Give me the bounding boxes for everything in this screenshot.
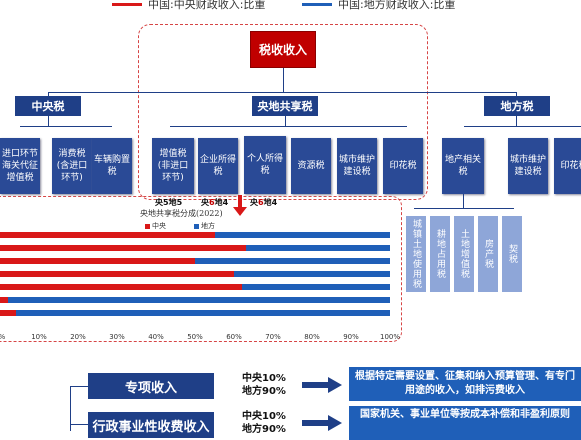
chart-legend-local-label: 地方 [201, 222, 215, 230]
chart-tick-label: 20% [70, 333, 86, 341]
leaf-deed-tax: 契税 [502, 216, 522, 292]
legend-central-swatch [112, 2, 142, 6]
right-arrow-icon-2 [302, 415, 342, 431]
leaf-import-vat: 进口环节海关代征增值税 [0, 138, 40, 194]
chart-bar-central [0, 258, 195, 264]
right-arrow-icon [302, 377, 342, 393]
legend-local: 中国:地方财政收入:比重 [302, 0, 455, 12]
chart-bar-local [241, 284, 390, 290]
chart-tick-label: 50% [187, 333, 203, 341]
chart-bar-local [245, 245, 390, 251]
local-branch [464, 126, 581, 127]
chart-tick-label: 90% [343, 333, 359, 341]
chart-bar-row [0, 232, 390, 238]
leaf-vat: 增值税(非进口环节) [152, 138, 194, 194]
split-individual: 央6地4 [250, 198, 278, 207]
chart-legend-central-swatch [145, 223, 150, 229]
legend-local-swatch [302, 2, 332, 6]
category-shared: 央地共享税 [252, 96, 318, 116]
chart-tick-label: 80% [304, 333, 320, 341]
split-vat: 央5地5 [155, 198, 183, 207]
legend-central-label: 中国:中央财政收入:比重 [148, 0, 266, 11]
chart-tick-label: % [0, 333, 5, 341]
chart-bar-central [0, 310, 16, 316]
leaf-housing-tax: 房产税 [478, 216, 498, 292]
chart-bar-local [214, 232, 390, 238]
chart-bar-local [15, 310, 390, 316]
central-stem [48, 116, 49, 126]
leaf-urban-land-use-tax: 城镇土地使用税 [406, 216, 426, 292]
special-revenue-desc: 根据特定需要设置、征集和纳入预算管理、有专门用途的收入，如排污费收入 [349, 367, 581, 401]
chart-bar-row [0, 310, 390, 316]
root-tax-revenue: 税收收入 [250, 31, 316, 68]
legend-central: 中国:中央财政收入:比重 [112, 0, 265, 12]
chart-highlight-outline [0, 196, 402, 342]
admin-fee-desc: 国家机关、事业单位等按成本补偿和非盈利原则 [349, 406, 581, 440]
central-branch [20, 126, 112, 127]
split-corporate: 央6地4 [201, 198, 229, 207]
admin-fee-local: 地方90% [242, 424, 286, 435]
central-drop [48, 92, 49, 97]
leaf-consumption-tax: 消费税(含进口环节) [52, 138, 92, 194]
admin-fee-label: 行政事业性收费收入 [88, 412, 214, 438]
admin-fee-ratio: 中央10% 地方90% [242, 410, 286, 436]
chart-tick-label: 30% [109, 333, 125, 341]
bottom-hline-2 [70, 424, 90, 425]
chart-bar-row [0, 284, 390, 290]
category-central: 中央税 [15, 96, 81, 116]
shared-stem [285, 116, 286, 126]
chart-bar-central [0, 271, 234, 277]
leaf-urban-construction-tax: 城市维护建设税 [337, 138, 377, 194]
shared-branch [170, 126, 407, 127]
special-revenue-central: 中央10% [242, 373, 286, 384]
chart-legend-central-label: 中央 [152, 222, 166, 230]
leaf-land-value-tax: 土地增值税 [454, 216, 474, 292]
chart-bar-central [0, 284, 242, 290]
chart-legend-local: 地方 [194, 221, 215, 231]
bottom-vline [70, 386, 71, 431]
chart-bar-local [7, 297, 390, 303]
chart-bar-row [0, 245, 390, 251]
chart-tick-label: 70% [265, 333, 281, 341]
chart-tick-label: 40% [148, 333, 164, 341]
chart-tick-label: 10% [31, 333, 47, 341]
category-local: 地方税 [484, 96, 550, 116]
chart-bar-local [234, 271, 390, 277]
leaf-vehicle-tax: 车辆购置税 [92, 138, 132, 194]
leaf-resource-tax: 资源税 [291, 138, 331, 194]
special-revenue-label: 专项收入 [88, 373, 214, 399]
top-branch-line [48, 92, 516, 93]
leaf-local-stamp-tax: 印花税 [554, 138, 581, 194]
admin-fee-central: 中央10% [242, 411, 286, 422]
shared-highlight-outline [138, 24, 428, 200]
chart-legend-central: 中央 [145, 221, 166, 231]
local-drop [516, 92, 517, 97]
root-stem [283, 68, 284, 92]
chart-bar-central [0, 245, 246, 251]
chart-bar-central [0, 232, 215, 238]
property-stem [463, 194, 464, 208]
chart-bar-row [0, 258, 390, 264]
bottom-hline-1 [70, 386, 90, 387]
chart-tick-label: 60% [226, 333, 242, 341]
special-revenue-local: 地方90% [242, 386, 286, 397]
chart-legend-local-swatch [194, 223, 199, 229]
leaf-property-related-tax: 地产相关税 [442, 138, 484, 194]
chart-bar-row [0, 271, 390, 277]
special-revenue-ratio: 中央10% 地方90% [242, 372, 286, 398]
chart-bar-row [0, 297, 390, 303]
chart-tick-label: 100% [379, 333, 401, 341]
down-arrow-icon [233, 195, 247, 216]
chart-title: 央地共享税分成(2022) [140, 209, 223, 218]
local-stem [516, 116, 517, 126]
property-branch [414, 208, 514, 209]
leaf-stamp-tax: 印花税 [383, 138, 423, 194]
legend-local-label: 中国:地方财政收入:比重 [338, 0, 456, 11]
leaf-corporate-income-tax: 企业所得税 [198, 138, 238, 194]
chart-bar-central [0, 297, 8, 303]
leaf-individual-income-tax: 个人所得税 [244, 136, 286, 194]
chart-bar-local [195, 258, 390, 264]
leaf-local-urban-construction-tax: 城市维护建设税 [508, 138, 548, 194]
leaf-farmland-tax: 耕地占用税 [430, 216, 450, 292]
